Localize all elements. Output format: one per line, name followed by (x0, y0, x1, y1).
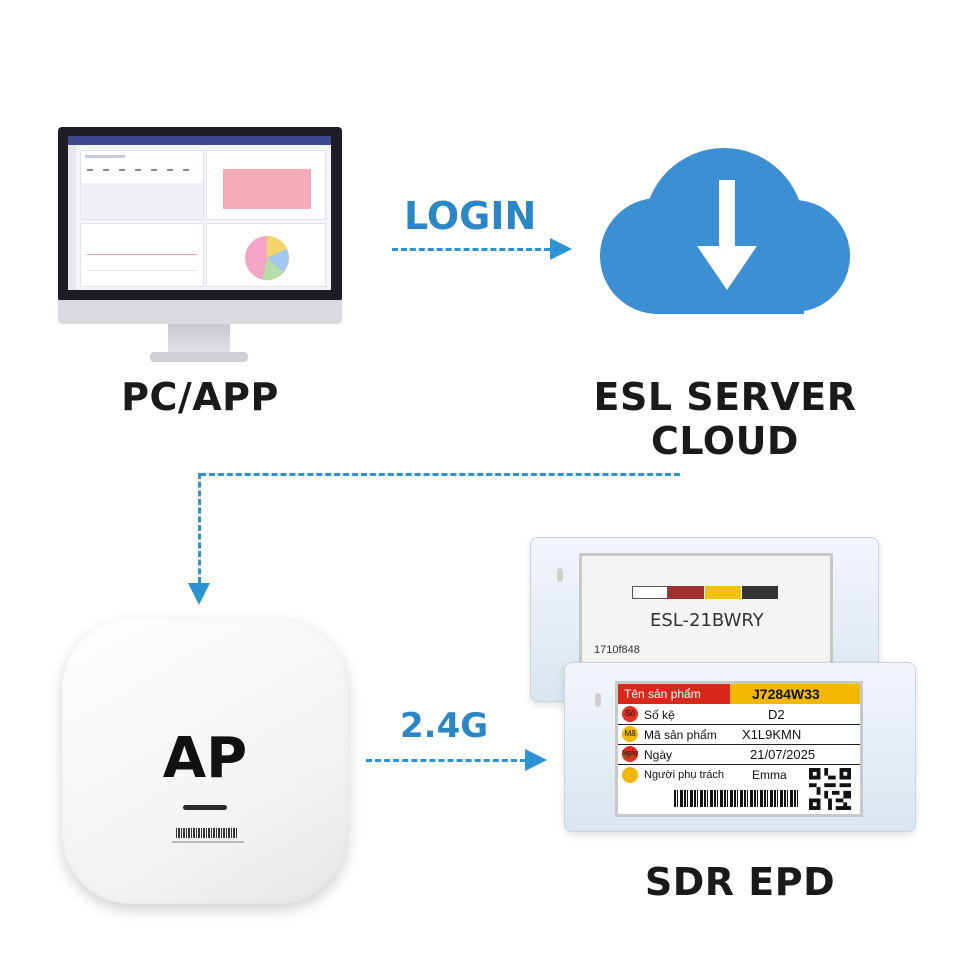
row-badge: Mã (622, 726, 638, 742)
dashboard-topbar (68, 136, 331, 145)
row-label: Số kệ (644, 708, 675, 722)
dashboard-panel-stats (80, 150, 204, 220)
dashboard-panel-pie (206, 223, 326, 287)
row-label: Mã sản phẩm (644, 728, 717, 742)
row-label: Người phụ trách (644, 769, 725, 781)
color-swatches (632, 586, 778, 600)
tag-row: Số Số kệ D2 (618, 705, 860, 725)
row-value: D2 (768, 707, 785, 722)
tag-header-value: J7284W33 (752, 686, 820, 702)
tag-led (557, 568, 563, 582)
login-label: LOGIN (404, 194, 537, 238)
wireless-label: 2.4G (400, 706, 489, 746)
dashboard-panel-bar (206, 150, 326, 220)
row-badge (622, 767, 638, 783)
cloud-to-ap-line-v (198, 473, 201, 583)
tag-header-label: Tên sản phẩm (624, 687, 701, 701)
dashboard-panel-line (80, 223, 204, 287)
cloud-download-icon (600, 140, 870, 320)
qr-code-icon (809, 768, 851, 810)
tag-led (595, 693, 601, 707)
esl-front-screen: Tên sản phẩm J7284W33 Số Số kệ D2 Mã Mã … (615, 681, 863, 817)
tag-barcode (674, 790, 800, 807)
monitor-chin (58, 300, 342, 324)
cloud-to-ap-arrow-head (188, 583, 210, 605)
wireless-arrow-head (525, 749, 547, 771)
tag-header-label-cell: Tên sản phẩm (618, 684, 730, 704)
access-point-device (62, 618, 348, 904)
login-arrow-head (550, 238, 572, 260)
row-value: 21/07/2025 (750, 747, 816, 762)
tag-row: Mã Mã sản phẩm X1L9KMN (618, 725, 860, 745)
esl-back-screen: ESL-21BWRY 1710f848 (579, 553, 833, 669)
tag-header-value-cell: J7284W33 (730, 684, 860, 704)
login-arrow-line (392, 248, 550, 251)
row-badge: Số (622, 706, 638, 722)
ap-device-text: AP (162, 726, 248, 791)
esl-id-text: 1710f848 (594, 644, 640, 656)
ap-barcode (176, 828, 238, 838)
pie-chart-icon (245, 236, 289, 281)
cloud-to-ap-line-h (200, 473, 680, 476)
tag-row: Người phụ trách Emma (618, 765, 804, 784)
esl-server-cloud-label: ESL SERVER CLOUD (593, 375, 857, 463)
row-badge: Ngày (622, 746, 638, 762)
monitor-stand (168, 324, 230, 356)
monitor-screen (68, 136, 331, 290)
tag-row: Ngày Ngày 21/07/2025 (618, 745, 860, 765)
row-value: X1L9KMN (742, 727, 802, 742)
row-value: Emma (752, 768, 787, 782)
ap-led-indicator (183, 805, 227, 810)
pc-app-label: PC/APP (121, 375, 279, 419)
wireless-arrow-line (366, 759, 526, 762)
monitor-base (150, 352, 248, 362)
row-label: Ngày (644, 748, 673, 762)
download-arrow-icon (697, 180, 757, 290)
esl-model-text: ESL-21BWRY (650, 610, 764, 631)
esl-tag-front: Tên sản phẩm J7284W33 Số Số kệ D2 Mã Mã … (564, 662, 916, 832)
pc-monitor (0, 0, 400, 370)
sdr-epd-label: SDR EPD (644, 860, 836, 904)
dashboard-sidebar (68, 145, 76, 290)
